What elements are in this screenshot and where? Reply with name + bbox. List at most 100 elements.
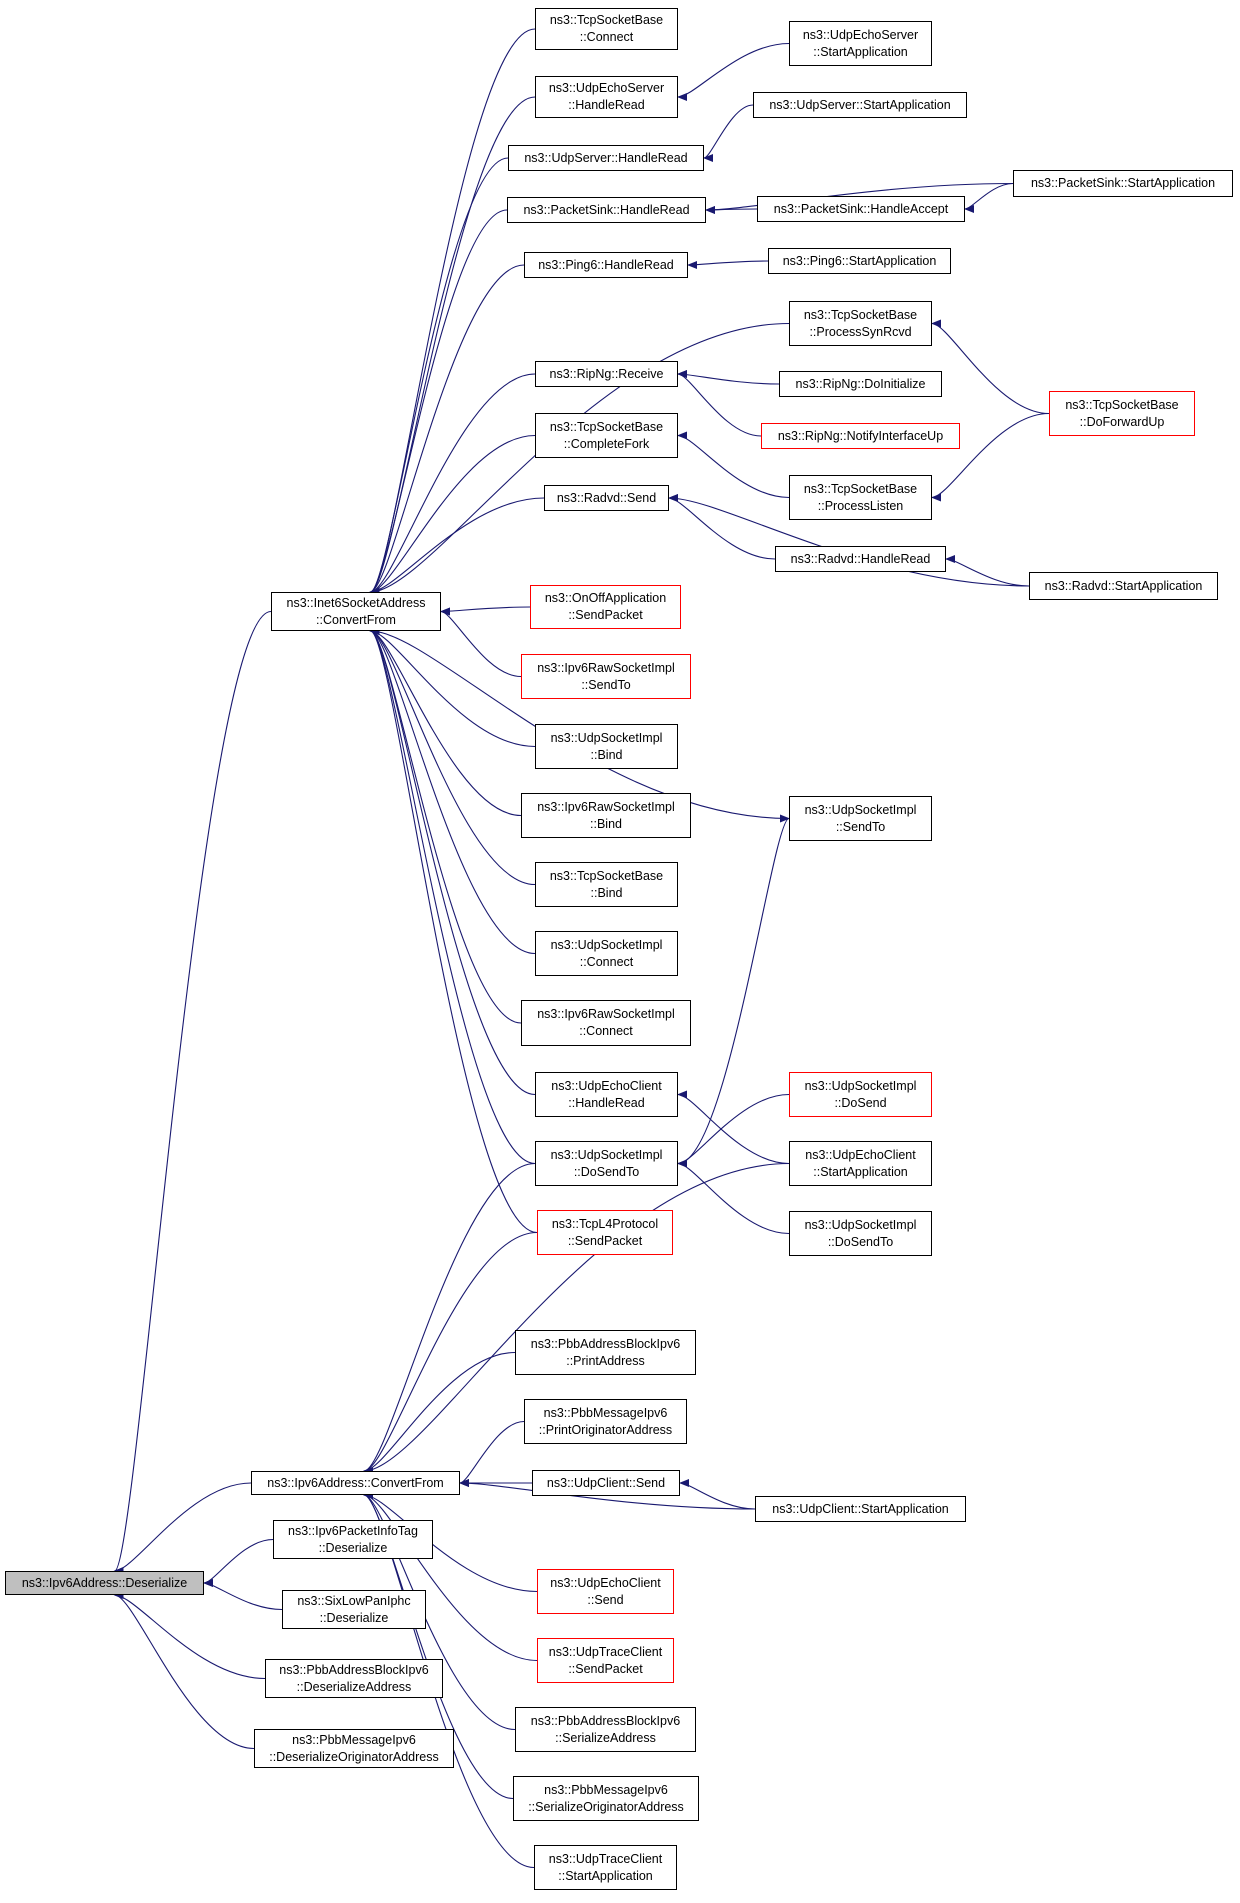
node-label-line: ::PrintAddress [566,1353,645,1368]
node-sixlowpaniphc-deserialize[interactable]: ns3::SixLowPanIphc::Deserialize [282,1590,426,1629]
node-ipv6rawsocketimpl-connect[interactable]: ns3::Ipv6RawSocketImpl::Connect [521,1000,691,1046]
call-edge-pbbaddr_deserializeaddress-to-ipv6addr_deserialize [113,1591,266,1680]
call-edge-tcpsb_bind-to-inet6_convertfrom [369,627,536,886]
node-udpsocketimpl-dosendto-caller[interactable]: ns3::UdpSocketImpl::DoSendTo [789,1211,932,1256]
call-edge-sixlowpan_deserialize-to-ipv6addr_deserialize [203,1579,283,1611]
call-edge-ipv6raw_bind-to-inet6_convertfrom [369,627,522,817]
call-edge-radvd_startapp-to-radvd_handleread [945,555,1030,587]
node-pbbmessageipv6-serializeoriginatoraddress[interactable]: ns3::PbbMessageIpv6::SerializeOriginator… [513,1776,699,1821]
node-udpsocketimpl-dosendto[interactable]: ns3::UdpSocketImpl::DoSendTo [535,1141,678,1186]
node-pbbaddressblockipv6-printaddress[interactable]: ns3::PbbAddressBlockIpv6::PrintAddress [515,1330,696,1375]
call-edge-ping6_startapp-to-ping6_handleread [687,260,769,269]
node-udpclient-startapplication[interactable]: ns3::UdpClient::StartApplication [755,1496,966,1522]
node-radvd-send[interactable]: ns3::Radvd::Send [544,485,669,511]
node-inet6socketaddress-convertfrom[interactable]: ns3::Inet6SocketAddress::ConvertFrom [271,592,441,631]
call-edge-ripng_receive-to-inet6_convertfrom [369,373,536,596]
node-label-line: ns3::TcpL4Protocol [551,1216,659,1231]
node-label-line: ::SendPacket [567,1233,643,1248]
node-label-line: ::Bind [590,747,623,762]
node-packetsink-handleaccept[interactable]: ns3::PacketSink::HandleAccept [757,196,965,222]
node-udpechoclient-startapplication[interactable]: ns3::UdpEchoClient::StartApplication [789,1141,932,1186]
node-radvd-handleread[interactable]: ns3::Radvd::HandleRead [775,546,946,572]
node-label-line: ns3::TcpSocketBase [549,868,664,883]
node-label-line: ::DeserializeAddress [296,1679,412,1694]
node-label-line: ::StartApplication [813,1164,908,1179]
node-label-line: ns3::RipNg::DoInitialize [795,376,926,391]
node-udpclient-send[interactable]: ns3::UdpClient::Send [532,1470,680,1496]
node-ripng-receive[interactable]: ns3::RipNg::Receive [535,361,678,387]
node-label-line: ns3::Ipv6Address::Deserialize [21,1575,188,1590]
node-onoffapplication-sendpacket[interactable]: ns3::OnOffApplication::SendPacket [530,585,681,629]
node-udpsocketimpl-bind[interactable]: ns3::UdpSocketImpl::Bind [535,724,678,769]
node-label-line: ns3::UdpEchoServer [548,81,665,95]
call-edge-tcpl4_sendpacket-to-inet6_convertfrom [369,627,538,1234]
node-udptraceclient-sendpacket[interactable]: ns3::UdpTraceClient::SendPacket [537,1638,674,1683]
node-pbbmessageipv6-printoriginatoraddress[interactable]: ns3::PbbMessageIpv6::PrintOriginatorAddr… [524,1399,687,1444]
node-udptraceclient-startapplication[interactable]: ns3::UdpTraceClient::StartApplication [534,1845,677,1890]
node-ipv6rawsocketimpl-bind[interactable]: ns3::Ipv6RawSocketImpl::Bind [521,793,691,838]
node-label-line: ns3::UdpTraceClient [548,1644,663,1659]
node-udpserver-startapplication[interactable]: ns3::UdpServer::StartApplication [753,92,967,118]
node-label-line: ns3::UdpSocketImpl [550,937,663,952]
node-label-line: ::Connect [579,1024,633,1038]
node-label-line: ns3::UdpSocketImpl [550,730,663,745]
node-udpsocketimpl-sendto[interactable]: ns3::UdpSocketImpl::SendTo [789,796,932,841]
node-udpechoclient-handleread[interactable]: ns3::UdpEchoClient::HandleRead [535,1072,678,1117]
node-packetsink-startapplication[interactable]: ns3::PacketSink::StartApplication [1013,170,1233,197]
node-label-line: ::SendTo [835,819,886,834]
node-label-line: ::StartApplication [813,44,908,59]
call-edge-inet6_convertfrom-to-ipv6addr_deserialize [113,610,272,1575]
call-edge-pbbaddr_printaddress-to-ipv6addr_convertfrom [363,1351,516,1475]
node-label-line: ::HandleRead [568,1095,645,1110]
node-udpsocketimpl-dosend[interactable]: ns3::UdpSocketImpl::DoSend [789,1072,932,1117]
node-ripng-doinitialize[interactable]: ns3::RipNg::DoInitialize [779,371,942,397]
node-pbbaddressblockipv6-deserializeaddress[interactable]: ns3::PbbAddressBlockIpv6::DeserializeAdd… [265,1659,443,1698]
node-tcpsocketbase-processlisten[interactable]: ns3::TcpSocketBase::ProcessListen [789,475,932,520]
call-edge-ipv6pkttag_deserialize-to-ipv6addr_deserialize [203,1538,274,1587]
node-udpechoserver-handleread[interactable]: ns3::UdpEchoServer::HandleRead [535,76,678,118]
node-label-line: ns3::Ipv6RawSocketImpl [537,799,675,814]
node-label-line: ns3::RipNg::NotifyInterfaceUp [777,428,944,443]
node-tcpsocketbase-connect[interactable]: ns3::TcpSocketBase::Connect [535,8,678,50]
node-pbbaddressblockipv6-serializeaddress[interactable]: ns3::PbbAddressBlockIpv6::SerializeAddre… [515,1707,696,1752]
node-ping6-startapplication[interactable]: ns3::Ping6::StartApplication [768,248,951,274]
node-label-line: ns3::RipNg::Receive [549,366,664,381]
call-edge-ping6_handleread-to-inet6_convertfrom [369,264,525,596]
node-ripng-notifyinterfaceup[interactable]: ns3::RipNg::NotifyInterfaceUp [761,423,960,449]
node-packetsink-handleread[interactable]: ns3::PacketSink::HandleRead [507,197,706,223]
node-label-line: ::SerializeAddress [555,1730,656,1745]
call-edge-udpsock_bind-to-inet6_convertfrom [369,627,536,748]
node-tcpsocketbase-completefork[interactable]: ns3::TcpSocketBase::CompleteFork [535,413,678,458]
node-label-line: ns3::UdpTraceClient [548,1851,663,1866]
node-tcpsocketbase-processsynrcvd[interactable]: ns3::TcpSocketBase::ProcessSynRcvd [789,301,932,346]
node-udpsocketimpl-connect[interactable]: ns3::UdpSocketImpl::Connect [535,931,678,976]
call-edge-udpsock_dosendto_mid-to-udpsock_sendto [677,814,790,1165]
node-label-line: ns3::PbbMessageIpv6 [543,1405,668,1420]
node-udpechoclient-send[interactable]: ns3::UdpEchoClient::Send [537,1569,674,1614]
node-label-line: ::Send [587,1592,624,1607]
node-label-line: ::SendPacket [568,608,643,622]
node-ipv6address-convertfrom[interactable]: ns3::Ipv6Address::ConvertFrom [251,1471,460,1495]
node-udpserver-handleread[interactable]: ns3::UdpServer::HandleRead [508,145,704,171]
node-label-line: ns3::UdpServer::HandleRead [524,150,688,165]
node-ipv6rawsocketimpl-sendto[interactable]: ns3::Ipv6RawSocketImpl::SendTo [521,654,691,699]
node-radvd-startapplication[interactable]: ns3::Radvd::StartApplication [1029,572,1218,600]
node-label-line: ::Connect [579,30,634,44]
node-udpechoserver-startapplication[interactable]: ns3::UdpEchoServer::StartApplication [789,21,932,66]
node-tcpsocketbase-bind[interactable]: ns3::TcpSocketBase::Bind [535,862,678,907]
call-edge-udpsock_dosendto_mid-to-ipv6addr_convertfrom [363,1162,536,1475]
node-label-line: ::Connect [579,954,634,969]
node-label-line: ns3::Ping6::HandleRead [538,257,674,272]
node-label-line: ::DeserializeOriginatorAddress [269,1749,439,1764]
node-label-line: ns3::UdpSocketImpl [804,1078,917,1093]
call-edge-udpserver_handleread-to-inet6_convertfrom [369,157,509,596]
node-ping6-handleread[interactable]: ns3::Ping6::HandleRead [524,252,688,278]
node-pbbmessageipv6-deserializeoriginatoraddress[interactable]: ns3::PbbMessageIpv6::DeserializeOriginat… [254,1729,454,1768]
node-label-line: ::DoSendTo [573,1164,640,1179]
node-label-line: ns3::SixLowPanIphc [297,1593,411,1608]
node-tcpl4protocol-sendpacket[interactable]: ns3::TcpL4Protocol::SendPacket [537,1210,673,1255]
call-edge-tcpsb_processsynrcvd-to-inet6_convertfrom [369,322,790,596]
node-label-line: ns3::Ipv6Address::ConvertFrom [267,1475,444,1490]
node-ipv6packetinfotag-deserialize[interactable]: ns3::Ipv6PacketInfoTag::Deserialize [273,1520,433,1559]
node-tcpsocketbase-doforwardup[interactable]: ns3::TcpSocketBase::DoForwardUp [1049,391,1195,436]
